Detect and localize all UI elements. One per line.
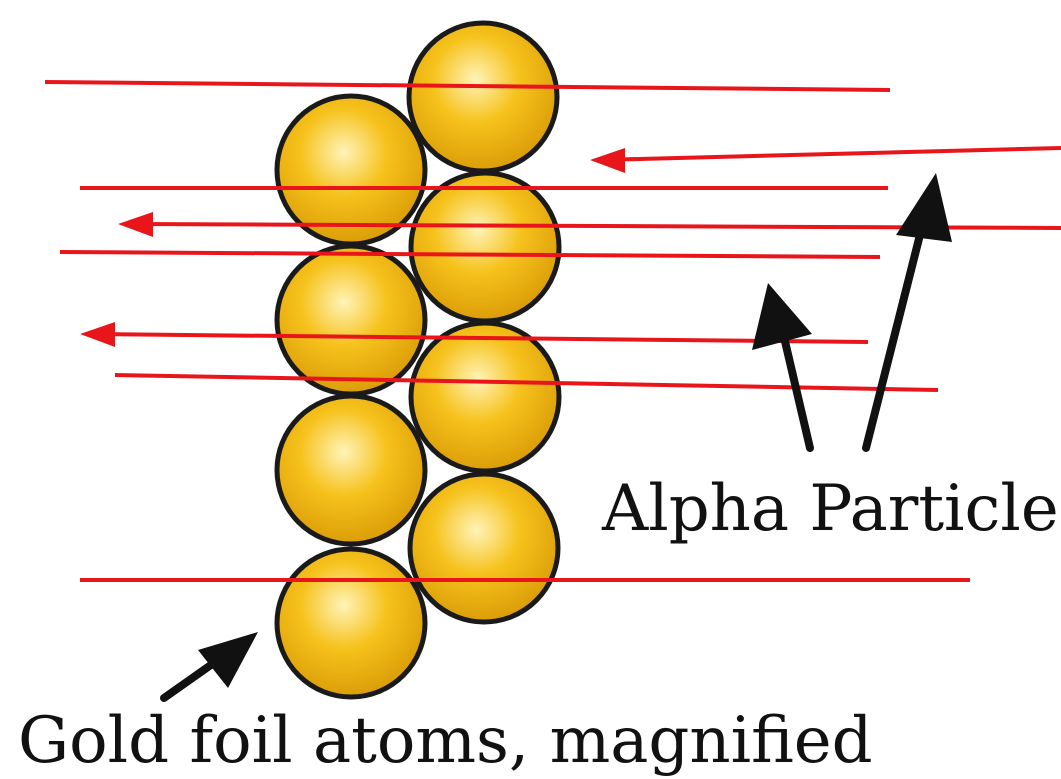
particle-track: [114, 373, 939, 392]
particle-arrowheads: [80, 148, 625, 347]
gold-atom: [274, 243, 428, 397]
gold-atom: [274, 93, 428, 247]
pointer-arrow-line: [862, 211, 929, 452]
left-arrow-icon: [80, 322, 115, 347]
particle-track: [59, 250, 881, 259]
up-arrow-icon: [752, 283, 812, 350]
pointer-arrow-line: [776, 316, 814, 452]
diagonal-arrow-icon: [198, 632, 258, 688]
up-arrow-icon: [896, 173, 952, 242]
particle-track: [44, 80, 891, 92]
alpha-particle-pointers: [752, 173, 952, 452]
gold-atom: [408, 320, 562, 474]
left-arrow-icon: [118, 212, 153, 237]
alpha-particles-label: Alpha Particles: [601, 472, 1061, 546]
gold-atom: [274, 393, 428, 547]
gold-atoms: [274, 20, 562, 700]
particle-track: [599, 146, 1061, 162]
gold-atom: [406, 20, 560, 174]
gold-atom: [408, 170, 562, 324]
gold-foil-label: Gold foil atoms, magnified: [18, 704, 873, 778]
gold-atom: [407, 471, 561, 625]
gold-atom: [274, 546, 428, 700]
left-arrow-icon: [590, 148, 625, 173]
alpha-particle-tracks: [44, 80, 1061, 582]
gold-foil-pointer: [160, 632, 258, 702]
particle-track: [89, 332, 869, 344]
